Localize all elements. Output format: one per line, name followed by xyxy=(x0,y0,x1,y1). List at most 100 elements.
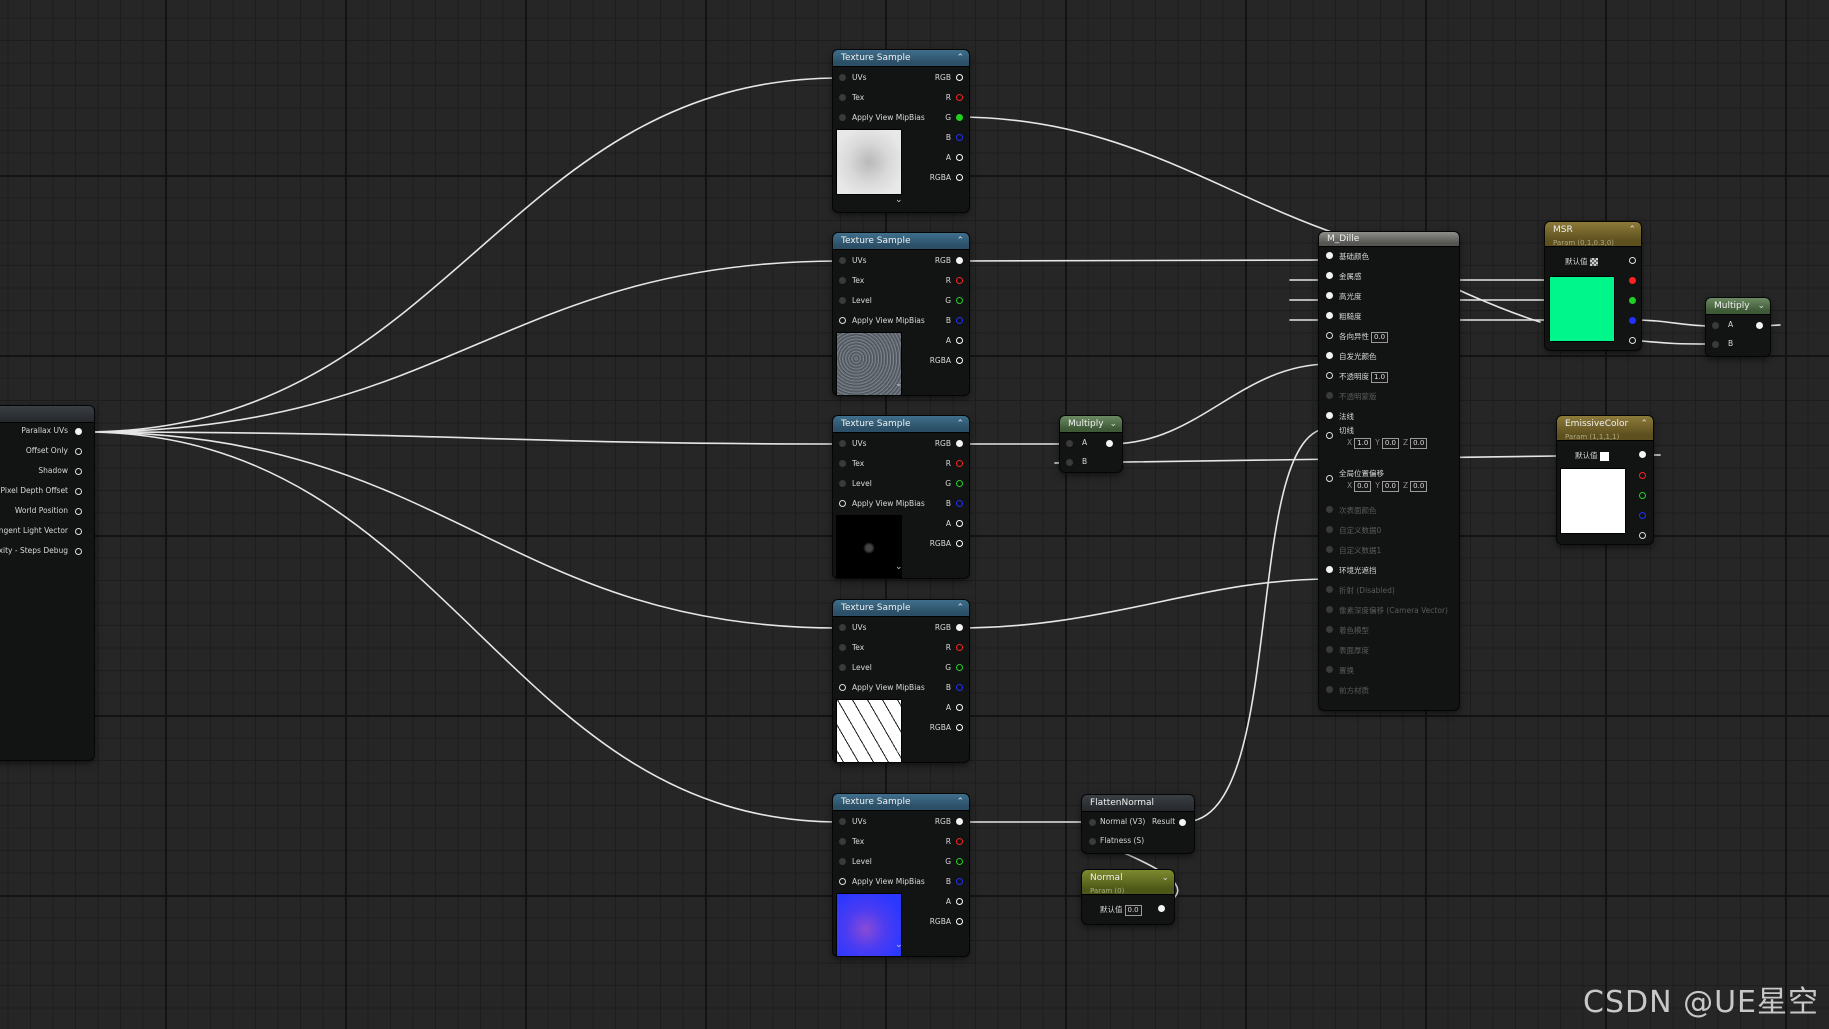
texture-output-pin[interactable] xyxy=(956,337,963,344)
chevron-up-icon[interactable]: ⌃ xyxy=(1628,225,1636,235)
texture-output-pin[interactable] xyxy=(956,898,963,905)
texture-output-pin[interactable] xyxy=(956,500,963,507)
flatten-result-pin[interactable] xyxy=(1179,819,1186,826)
texture-output-pin[interactable] xyxy=(956,878,963,885)
texture-output-pin[interactable] xyxy=(956,838,963,845)
material-vector-z-field[interactable]: 0.0 xyxy=(1410,438,1428,449)
parallax-output-pin[interactable] xyxy=(75,448,82,455)
texture-input-pin[interactable] xyxy=(839,297,846,304)
chevron-down-icon[interactable]: ⌄ xyxy=(1161,873,1169,883)
texture-output-pin[interactable] xyxy=(956,858,963,865)
emissive-r-pin[interactable] xyxy=(1639,472,1646,479)
material-input-value[interactable]: 0.0 xyxy=(1371,332,1389,343)
texture-output-pin[interactable] xyxy=(956,297,963,304)
material-input-pin[interactable] xyxy=(1326,392,1333,399)
chevron-up-icon[interactable]: ⌃ xyxy=(956,53,964,63)
texture-thumbnail[interactable] xyxy=(836,515,902,578)
flatten-normal-in-pin[interactable] xyxy=(1089,819,1096,826)
texture-output-pin[interactable] xyxy=(956,918,963,925)
material-vector-y-field[interactable]: 0.0 xyxy=(1381,481,1400,492)
texture-output-pin[interactable] xyxy=(956,684,963,691)
multiply-right-b-pin[interactable] xyxy=(1712,341,1719,348)
emissive-rgb-pin[interactable] xyxy=(1639,451,1646,458)
texture-input-pin[interactable] xyxy=(839,684,846,691)
material-input-pin[interactable] xyxy=(1326,646,1333,653)
emissive-g-pin[interactable] xyxy=(1639,492,1646,499)
texture-output-pin[interactable] xyxy=(956,540,963,547)
texture-input-pin[interactable] xyxy=(839,74,846,81)
msr-a-pin[interactable] xyxy=(1629,337,1636,344)
texture-output-pin[interactable] xyxy=(956,664,963,671)
texture-output-pin[interactable] xyxy=(956,440,963,447)
material-input-value[interactable]: 1.0 xyxy=(1371,372,1389,383)
parallax-output-pin[interactable] xyxy=(75,488,82,495)
material-vector-z-field[interactable]: 0.0 xyxy=(1410,481,1428,492)
msr-r-pin[interactable] xyxy=(1629,277,1636,284)
texture-input-pin[interactable] xyxy=(839,818,846,825)
chevron-down-icon[interactable]: ⌄ xyxy=(895,195,903,205)
chevron-down-icon[interactable]: ⌄ xyxy=(895,562,903,572)
texture-output-pin[interactable] xyxy=(956,818,963,825)
flatten-normal-node[interactable]: FlattenNormal Normal (V3) Result Flatnes… xyxy=(1082,795,1194,853)
texture-output-pin[interactable] xyxy=(956,134,963,141)
texture-output-pin[interactable] xyxy=(956,624,963,631)
texture-output-pin[interactable] xyxy=(956,174,963,181)
material-input-pin[interactable] xyxy=(1326,546,1333,553)
multiply-right-out-pin[interactable] xyxy=(1756,322,1763,329)
texture-output-pin[interactable] xyxy=(956,644,963,651)
texture-output-pin[interactable] xyxy=(956,74,963,81)
texture-output-pin[interactable] xyxy=(956,154,963,161)
parallax-output-pin[interactable] xyxy=(75,468,82,475)
texture-input-pin[interactable] xyxy=(839,114,846,121)
texture-input-pin[interactable] xyxy=(839,480,846,487)
material-input-pin[interactable] xyxy=(1326,526,1333,533)
chevron-down-icon[interactable]: ⌄ xyxy=(1109,419,1117,429)
texture-input-pin[interactable] xyxy=(839,440,846,447)
msr-rgb-pin[interactable] xyxy=(1629,257,1636,264)
chevron-up-icon[interactable]: ⌃ xyxy=(1640,419,1648,429)
material-input-pin[interactable] xyxy=(1326,372,1333,379)
chevron-up-icon[interactable]: ⌃ xyxy=(956,236,964,246)
texture-output-pin[interactable] xyxy=(956,94,963,101)
material-input-pin[interactable] xyxy=(1326,506,1333,513)
emissive-color-swatch[interactable] xyxy=(1560,468,1626,534)
multiply-right-a-pin[interactable] xyxy=(1712,322,1719,329)
parallax-output-pin[interactable] xyxy=(75,508,82,515)
chevron-up-icon[interactable]: ⌃ xyxy=(956,797,964,807)
material-input-pin[interactable] xyxy=(1326,666,1333,673)
texture-output-pin[interactable] xyxy=(956,317,963,324)
chevron-up-icon[interactable]: ⌃ xyxy=(956,603,964,613)
texture-input-pin[interactable] xyxy=(839,317,846,324)
material-input-pin[interactable] xyxy=(1326,432,1333,439)
multiply-b-pin[interactable] xyxy=(1066,459,1073,466)
chevron-down-icon[interactable]: ⌄ xyxy=(1757,301,1765,311)
material-input-pin[interactable] xyxy=(1326,312,1333,319)
chevron-down-icon[interactable]: ⌄ xyxy=(895,940,903,950)
material-input-pin[interactable] xyxy=(1326,252,1333,259)
texture-thumbnail[interactable] xyxy=(836,893,902,956)
texture-input-pin[interactable] xyxy=(839,94,846,101)
emissive-b-pin[interactable] xyxy=(1639,512,1646,519)
normal-param-out-pin[interactable] xyxy=(1158,905,1165,912)
parallax-output-pin[interactable] xyxy=(75,548,82,555)
texture-output-pin[interactable] xyxy=(956,357,963,364)
msr-color-swatch[interactable] xyxy=(1549,276,1615,342)
parallax-output-pin[interactable] xyxy=(75,428,82,435)
multiply-node-right[interactable]: Multiply⌄ A B xyxy=(1706,298,1770,356)
material-input-pin[interactable] xyxy=(1326,686,1333,693)
multiply-a-pin[interactable] xyxy=(1066,440,1073,447)
texture-output-pin[interactable] xyxy=(956,520,963,527)
emissive-a-pin[interactable] xyxy=(1639,532,1646,539)
material-input-pin[interactable] xyxy=(1326,566,1333,573)
material-input-pin[interactable] xyxy=(1326,626,1333,633)
